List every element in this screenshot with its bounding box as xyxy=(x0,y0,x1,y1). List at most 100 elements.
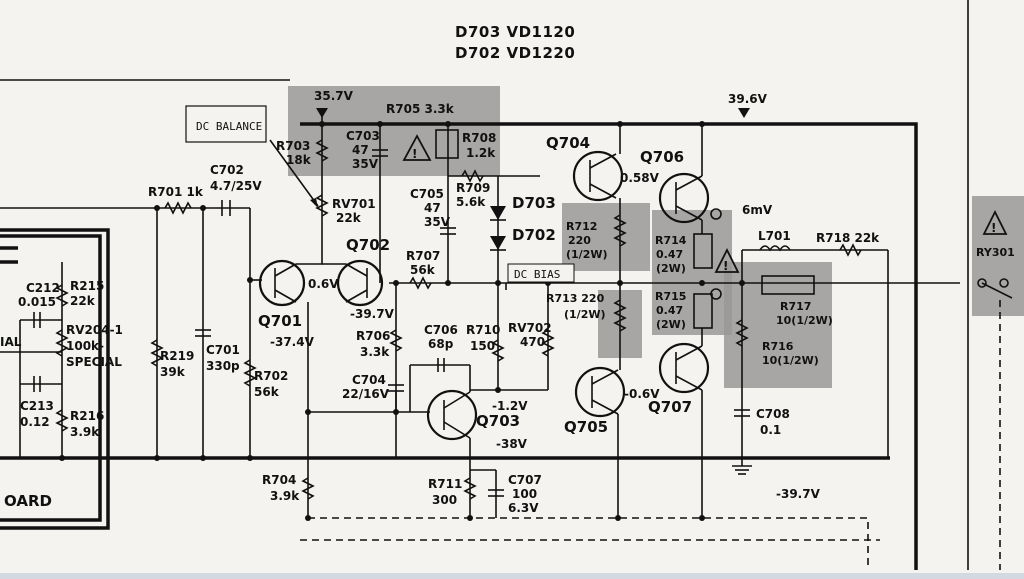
r703-symbol xyxy=(315,139,329,162)
c213-label: C213 xyxy=(20,399,54,413)
rv702-label: RV702 xyxy=(508,321,552,335)
rail-arrow-2 xyxy=(738,108,750,118)
c212-label: C212 xyxy=(26,281,60,295)
bottom-strip xyxy=(0,573,1024,579)
c703-label: C703 xyxy=(346,129,380,143)
r715-symbol xyxy=(693,293,713,329)
voltage-label: -38V xyxy=(496,437,528,451)
header-line-2: D702 VD1220 xyxy=(455,44,575,62)
q703-label: Q703 xyxy=(476,412,520,430)
warning-icon: ! xyxy=(714,247,740,273)
voltage-label: -39.7V xyxy=(350,307,395,321)
q702-symbol xyxy=(336,259,384,307)
rv204-value: 100k- xyxy=(66,339,104,353)
voltage-label: 6mV xyxy=(742,203,773,217)
ry301-label: RY301 xyxy=(976,246,1015,259)
r708-label: R708 xyxy=(462,131,496,145)
r712-rating: (1/2W) xyxy=(566,248,608,261)
c213-value: 0.12 xyxy=(20,415,50,429)
r701-label: R701 1k xyxy=(148,185,204,199)
r713-label: R713 220 xyxy=(546,292,605,305)
r714-label: R714 xyxy=(655,234,687,247)
r718-symbol xyxy=(839,243,862,257)
r708-symbol xyxy=(435,129,459,159)
r712-symbol xyxy=(613,214,627,247)
r713-rating: (1/2W) xyxy=(564,308,606,321)
r716-value: 10(1/2W) xyxy=(762,354,819,367)
ground-symbol xyxy=(732,456,752,475)
q702-collector xyxy=(345,263,368,277)
c704-label: C704 xyxy=(352,373,386,387)
r717-label: R717 xyxy=(780,300,811,313)
q703-symbol xyxy=(426,389,478,441)
c704-value: 22/16V xyxy=(342,387,390,401)
r219-value: 39k xyxy=(160,365,186,379)
c706-value: 68p xyxy=(428,337,454,351)
voltage-label: 0.6V xyxy=(308,277,339,291)
r717-value: 10(1/2W) xyxy=(776,314,833,327)
q706-symbol xyxy=(658,172,710,224)
q704-symbol xyxy=(572,150,624,202)
warning-mark: ! xyxy=(991,221,996,235)
q707-symbol xyxy=(658,342,710,394)
r216-symbol xyxy=(55,409,69,432)
warning-icon: ! xyxy=(402,134,432,161)
r706-symbol xyxy=(389,329,403,352)
q705-e xyxy=(591,399,619,415)
r701-symbol xyxy=(164,201,192,215)
r712-value: 220 xyxy=(568,234,591,247)
header-line-1: D703 VD1120 xyxy=(455,23,575,41)
c705-voltage: 35V xyxy=(424,215,451,229)
r219-label: R219 xyxy=(160,349,194,363)
q705-label: Q705 xyxy=(564,418,608,436)
r706-label: R706 xyxy=(356,329,390,343)
d703-symbol xyxy=(490,206,506,220)
r703-value: 18k xyxy=(286,153,312,167)
l701-label: L701 xyxy=(758,229,791,243)
r709-value: 5.6k xyxy=(456,195,486,209)
l701-symbol xyxy=(759,245,791,252)
q704-e xyxy=(589,183,617,199)
board-label: OARD xyxy=(4,492,52,510)
r707-symbol xyxy=(409,276,432,290)
r215-value: 22k xyxy=(70,294,96,308)
voltage-label: 0.58V xyxy=(620,171,660,185)
r711-symbol xyxy=(463,477,477,500)
r707-label: R707 xyxy=(406,249,440,263)
r704-symbol xyxy=(301,477,315,500)
relay-arm xyxy=(981,282,1013,299)
rv701-value: 22k xyxy=(336,211,362,225)
q702-label: Q702 xyxy=(346,236,390,254)
r714-value: 0.47 xyxy=(656,248,683,261)
relay-contact-b xyxy=(999,278,1009,288)
q706-e xyxy=(675,205,703,221)
c702-label: C702 xyxy=(210,163,244,177)
relay-contact-a xyxy=(977,278,987,288)
r704-value: 3.9k xyxy=(270,489,300,503)
c212-value: 0.015 xyxy=(18,295,56,309)
c707-value: 100 xyxy=(512,487,537,501)
r710-label: R710 xyxy=(466,323,500,337)
r718-label: R718 22k xyxy=(816,231,880,245)
c706-label: C706 xyxy=(424,323,458,337)
q706-c xyxy=(675,175,703,191)
dc-balance-pointer xyxy=(269,139,319,207)
voltage-label: 39.6V xyxy=(728,92,768,106)
r703-label: R703 xyxy=(276,139,310,153)
r702-value: 56k xyxy=(254,385,280,399)
q704-c xyxy=(589,153,617,169)
c707-voltage: 6.3V xyxy=(508,501,539,515)
rv702-value: 470 xyxy=(520,335,545,349)
q703-emitter xyxy=(443,421,471,439)
voltage-label: -0.6V xyxy=(624,387,660,401)
ial-label: IAL xyxy=(0,335,22,349)
r216-value: 3.9k xyxy=(70,425,100,439)
dc-bias-box xyxy=(507,263,575,283)
c708-label: C708 xyxy=(756,407,790,421)
r710-value: 150 xyxy=(470,339,495,353)
rv204-label: RV204-1 xyxy=(66,323,123,337)
d703-label: D703 xyxy=(512,194,556,212)
junction-dots xyxy=(59,121,745,521)
r706-value: 3.3k xyxy=(360,345,390,359)
